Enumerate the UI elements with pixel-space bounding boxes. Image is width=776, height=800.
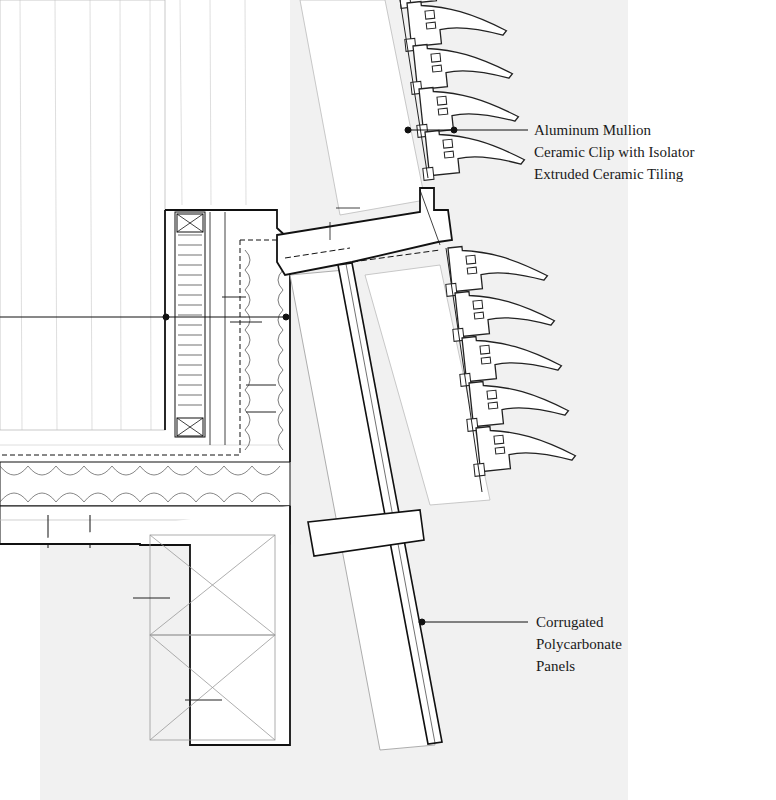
interior-wood: [0, 0, 290, 462]
support-bracket: [277, 188, 452, 275]
ceramic-tiling: [396, 0, 576, 492]
leader-lines: [0, 127, 528, 625]
callout-label: Aluminum Mullion: [534, 119, 764, 141]
callout-label: Extruded Ceramic Tiling: [534, 163, 764, 185]
callout-label: Ceramic Clip with Isolator: [534, 141, 764, 163]
aluminum-mullion: [308, 190, 442, 744]
slab-edge: [0, 506, 290, 745]
callout-label: Corrugated Polycarbonate Panels: [536, 611, 648, 677]
wall-assembly: [0, 210, 290, 462]
